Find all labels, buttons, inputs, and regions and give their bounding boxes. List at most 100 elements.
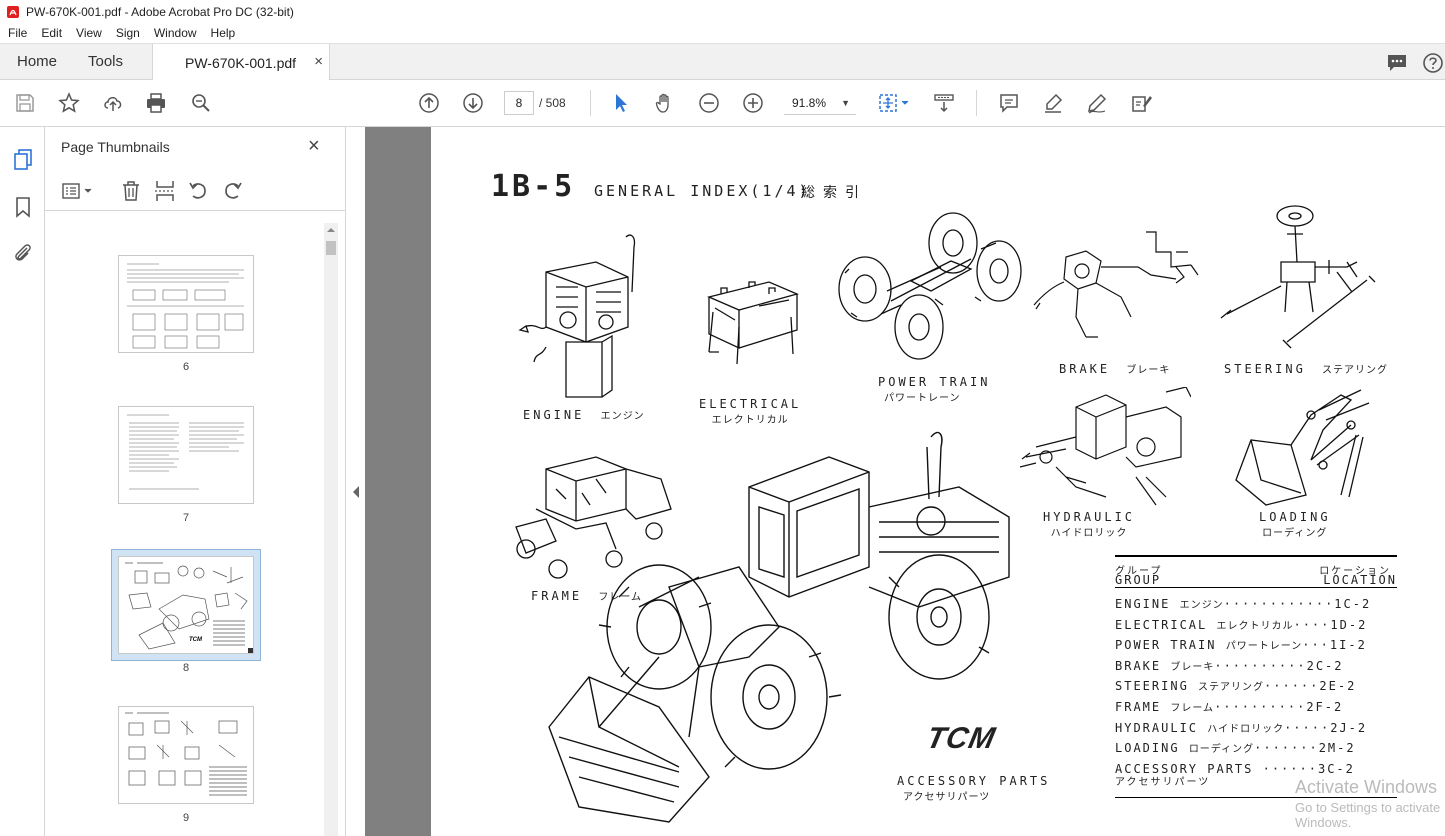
page-subtitle: GENERAL INDEX(1/4) [594, 182, 811, 200]
help-icon[interactable] [1422, 52, 1444, 74]
thumbnail-scrollbar[interactable] [324, 223, 338, 836]
main-toolbar [0, 80, 1445, 127]
menu-help[interactable]: Help [210, 26, 236, 40]
row-location: 2M-2 [1318, 741, 1356, 756]
page-thumbnails-icon[interactable] [11, 147, 35, 171]
tab-tools[interactable]: Tools [88, 53, 124, 70]
zoom-out-icon[interactable] [697, 91, 721, 115]
component-label-steering: STEERING ステアリング [1224, 361, 1388, 376]
rotate-right-icon[interactable] [221, 179, 245, 203]
draw-icon[interactable] [1085, 91, 1109, 115]
menu-sign[interactable]: Sign [115, 26, 140, 40]
window-title: PW-670K-001.pdf - Adobe Acrobat Pro DC (… [26, 4, 294, 19]
table-rule [1115, 555, 1397, 557]
thumbnail-toolbar [45, 171, 346, 211]
panel-title: Page Thumbnails [61, 139, 170, 155]
row-leader: ···· [1293, 617, 1331, 632]
upload-icon[interactable] [101, 91, 125, 115]
component-label-en: ENGINE [523, 408, 585, 422]
component-label-brake: BRAKE ブレーキ [1059, 361, 1170, 376]
bookmarks-icon[interactable] [11, 195, 35, 219]
bookmark-star-icon[interactable] [57, 91, 81, 115]
acrobat-app-icon [7, 5, 19, 18]
row-leader: ····· [1284, 720, 1331, 735]
select-arrow-icon[interactable] [609, 91, 633, 115]
component-label-jp: フレーム [598, 592, 643, 603]
menu-view[interactable]: View [76, 26, 102, 40]
extract-pages-icon[interactable] [153, 179, 177, 203]
zoom-level-value: 91.8% [792, 96, 827, 110]
row-location: 2E-2 [1319, 679, 1357, 694]
group-header-jp: グループ [1115, 566, 1163, 577]
row-location: 1D-2 [1330, 617, 1368, 632]
zoom-in-icon[interactable] [741, 91, 765, 115]
document-viewport[interactable]: 1B-5 GENERAL INDEX(1/4) 総索引 ENGINE エン [365, 127, 1445, 836]
row-leader: ·········· [1214, 699, 1307, 714]
menu-file[interactable]: File [8, 26, 28, 40]
thumbnail-page[interactable] [118, 255, 254, 353]
print-icon[interactable] [144, 91, 168, 115]
comment-panel-icon[interactable] [1385, 52, 1409, 74]
rotate-left-icon[interactable] [186, 179, 210, 203]
hand-icon[interactable] [653, 91, 677, 115]
table-row: STEERING ステアリング······2E-2 [1115, 676, 1397, 697]
page-number-input[interactable]: 8 [504, 91, 534, 115]
scroll-up-icon[interactable] [326, 225, 336, 235]
component-label-jp: パワートレーン [884, 393, 961, 404]
fill-sign-icon[interactable] [1129, 91, 1153, 115]
engine-drawing [518, 234, 636, 398]
power-train-drawing [838, 212, 1022, 360]
component-label-electrical: ELECTRICAL エレクトリカル [699, 397, 801, 426]
zoom-level-dropdown[interactable]: 91.8% ▼ [784, 91, 856, 115]
highlight-icon[interactable] [1041, 91, 1065, 115]
scroll-mode-icon[interactable] [932, 91, 956, 115]
thumbnail-page[interactable] [118, 706, 254, 804]
scrollbar-thumb[interactable] [326, 241, 336, 255]
table-header: グループ GROUP ロケーション LOCATION [1115, 557, 1397, 587]
row-group: POWER TRAIN [1115, 638, 1217, 653]
component-label-hydraulic: HYDRAULIC ハイドロリック [1043, 510, 1135, 539]
fit-page-icon[interactable] [876, 91, 912, 115]
location-header-jp: ロケーション [1319, 566, 1391, 577]
tab-document[interactable]: PW-670K-001.pdf × [152, 44, 330, 81]
page-down-icon[interactable] [461, 91, 485, 115]
zoom-search-icon[interactable] [189, 91, 213, 115]
tab-home[interactable]: Home [17, 53, 58, 70]
thumbnail-page-selected[interactable]: TCM [118, 556, 254, 654]
watermark-line1: Activate Windows [1295, 777, 1438, 797]
pdf-page: 1B-5 GENERAL INDEX(1/4) 総索引 ENGINE エン [431, 127, 1445, 836]
comment-icon[interactable] [997, 91, 1021, 115]
row-group: HYDRAULIC [1115, 720, 1199, 735]
thumbnail-page[interactable] [118, 406, 254, 504]
component-label-en: POWER TRAIN [878, 375, 991, 389]
title-bar: PW-670K-001.pdf - Adobe Acrobat Pro DC (… [0, 0, 1445, 23]
component-label-jp: エレクトリカル [711, 415, 789, 426]
thumbnail-label: 6 [182, 361, 190, 373]
activate-windows-watermark: Activate Windows Go to Settings to activ… [1295, 777, 1445, 830]
table-row: HYDRAULIC ハイドロリック·····2J-2 [1115, 718, 1397, 739]
menu-edit[interactable]: Edit [41, 26, 63, 40]
loading-drawing [1235, 389, 1370, 506]
thumbnail-options-icon[interactable] [61, 179, 95, 203]
row-group: ENGINE [1115, 597, 1171, 611]
menu-window[interactable]: Window [153, 26, 197, 40]
tab-close-icon[interactable]: × [314, 53, 323, 70]
chevron-left-icon[interactable] [351, 485, 360, 499]
panel-collapse-handle[interactable] [346, 127, 365, 836]
component-label-en: ELECTRICAL [699, 397, 802, 411]
attachments-icon[interactable] [11, 241, 35, 265]
navigation-rail [0, 127, 45, 836]
thumbnail-preview [127, 263, 244, 349]
toolbar-divider [590, 90, 591, 116]
page-up-icon[interactable] [417, 91, 441, 115]
component-label-engine: ENGINE エンジン [523, 407, 645, 422]
save-icon[interactable] [13, 91, 37, 115]
delete-icon[interactable] [119, 179, 143, 203]
component-label-frame: FRAME フレーム [531, 588, 642, 603]
close-icon[interactable]: × [308, 135, 320, 157]
row-group: FRAME [1115, 699, 1162, 714]
component-label-jp: ブレーキ [1126, 365, 1171, 376]
row-location: 1C-2 [1334, 597, 1372, 611]
